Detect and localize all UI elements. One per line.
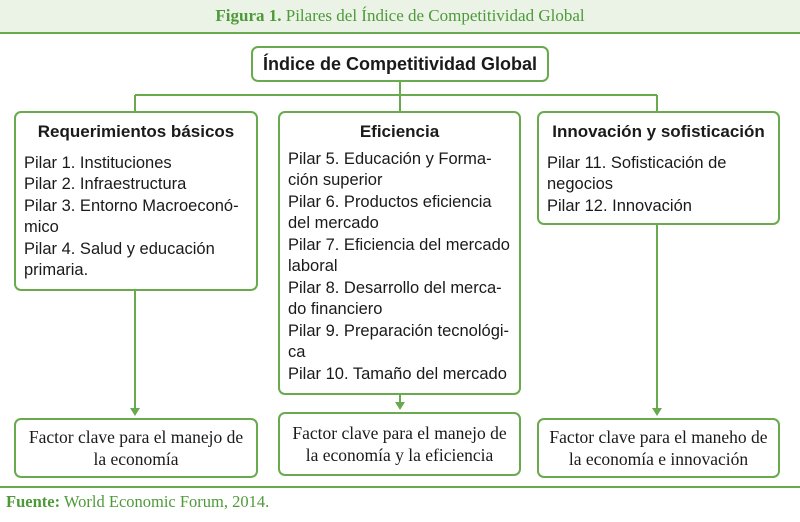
bottom-rule <box>0 486 800 488</box>
pillar-title: Innovación y sofisticación <box>552 122 765 141</box>
factor-box-efficiency: Factor clave para el manejo de la econom… <box>278 412 521 476</box>
pillar-item: Pilar 7. Eficiencia del mercado laboral <box>288 235 510 276</box>
source-note: Fuente: World Economic Forum, 2014. <box>6 492 269 512</box>
arrow-left-head <box>130 408 140 416</box>
source-label: Fuente: <box>6 492 61 511</box>
pillar-item: Pilar 11. Sofisticación de negocios <box>547 153 727 194</box>
arrow-center-head <box>395 402 405 410</box>
pillar-item: Pilar 5. Educación y Forma-ción superior <box>288 149 492 190</box>
factor-label: Factor clave para el manejo de la econom… <box>28 427 244 469</box>
pillar-item: Pilar 8. Desarrollo del merca-do financi… <box>288 278 502 319</box>
factor-label: Factor clave para el maneho de la econom… <box>549 427 768 469</box>
pillar-box-efficiency: Eficiencia Pilar 5. Educación y Forma-ci… <box>278 111 521 395</box>
arrow-right-head <box>652 408 662 416</box>
root-node: Índice de Competitividad Global <box>251 46 549 82</box>
figure-caption: Figura 1. Pilares del Índice de Competit… <box>0 0 800 34</box>
pillar-item: Pilar 12. Innovación <box>547 196 692 215</box>
figure-title: Pilares del Índice de Competitividad Glo… <box>285 6 585 25</box>
pillar-title: Requerimientos básicos <box>37 122 235 141</box>
factor-label: Factor clave para el manejo de la econom… <box>292 423 507 465</box>
factor-box-basic: Factor clave para el manejo de la econom… <box>14 418 258 478</box>
pillar-item: Pilar 3. Entorno Macroeconó-mico <box>24 196 239 237</box>
pillar-item: Pilar 2. Infraestructura <box>24 175 187 193</box>
pillar-box-basic: Requerimientos básicos Pilar 1. Instituc… <box>14 111 258 291</box>
figure-number: Figura 1. <box>215 6 282 25</box>
pillar-item: Pilar 4. Salud y educación primaria. <box>24 239 215 280</box>
pillar-item: Pilar 1. Instituciones <box>24 153 172 172</box>
pillar-title: Eficiencia <box>359 122 440 141</box>
pillar-item: Pilar 9. Preparación tecnológi-ca <box>288 321 510 362</box>
pillar-item: Pilar 6. Productos eficiencia del mercad… <box>288 192 492 233</box>
pillar-box-innovation: Innovación y sofisticación Pilar 11. Sof… <box>537 111 780 225</box>
source-text: World Economic Forum, 2014. <box>63 492 270 511</box>
pillar-item: Pilar 10. Tamaño del mercado <box>288 364 507 383</box>
factor-box-innovation: Factor clave para el maneho de la econom… <box>537 418 780 478</box>
